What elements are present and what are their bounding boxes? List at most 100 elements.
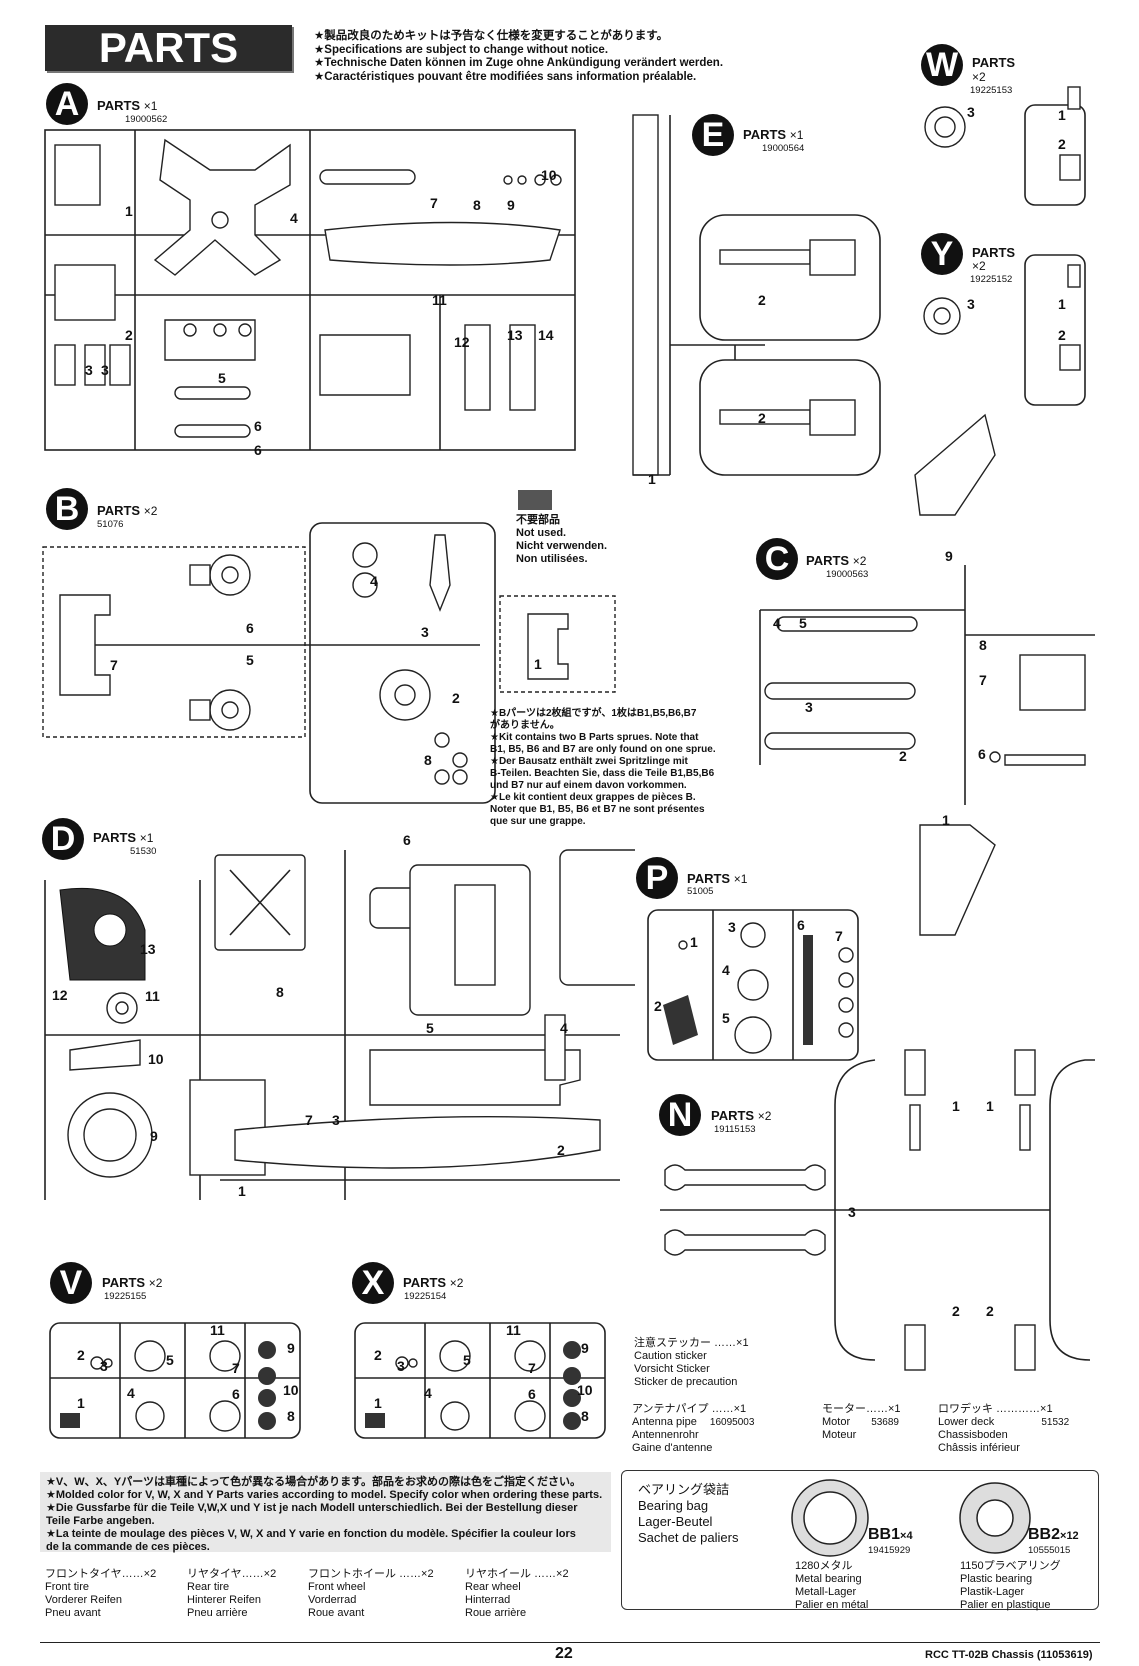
- part-a-11: 11: [432, 292, 447, 308]
- part-a-6a: 6: [254, 418, 262, 434]
- section-e-badge: E: [692, 114, 734, 156]
- bearing-bag-title: ベアリング袋詰 Bearing bag Lager-Beutel Sachet …: [638, 1482, 739, 1545]
- sprue-w-drawing: [924, 86, 1086, 206]
- bearing-drawings: [791, 1479, 1031, 1557]
- part-d-2: 2: [557, 1142, 565, 1158]
- part-a-14: 14: [538, 327, 554, 343]
- section-b-badge: B: [46, 488, 88, 530]
- part-c-6: 6: [978, 746, 986, 762]
- bb1-code: 19415929: [868, 1545, 911, 1556]
- part-c-5: 5: [799, 615, 807, 631]
- part-v-6: 6: [232, 1386, 240, 1402]
- section-v-label: PARTS ×2: [102, 1275, 163, 1290]
- part-x-6: 6: [528, 1386, 536, 1402]
- spec-notes: ★製品改良のためキットは予告なく仕様を変更することがあります。 ★Specifi…: [314, 30, 723, 84]
- part-w-1: 1: [1058, 107, 1066, 123]
- not-used-note: 不要部品 Not used. Nicht verwenden. Non util…: [516, 514, 608, 565]
- sprue-n-drawing: [660, 1049, 1095, 1371]
- sprue-d-drawing: [44, 849, 635, 1200]
- part-n-3: 3: [848, 1204, 856, 1220]
- part-b-2: 2: [452, 690, 460, 706]
- section-y-badge: Y: [921, 233, 963, 275]
- part-v-11: 11: [210, 1322, 225, 1338]
- part-a-1: 1: [125, 203, 133, 219]
- bb2-label: BB2×12: [1028, 1526, 1079, 1543]
- section-x-code: 19225154: [404, 1291, 447, 1302]
- section-w-qty: ×2: [972, 70, 986, 84]
- part-p-5: 5: [722, 1010, 730, 1026]
- part-n-2a: 2: [952, 1303, 960, 1319]
- section-e-code: 19000564: [762, 143, 805, 154]
- doc-title: RCC TT-02B Chassis (11053619): [925, 1649, 1093, 1661]
- section-p-badge: P: [636, 857, 678, 899]
- part-v-2: 2: [77, 1347, 85, 1363]
- part-e-2a: 2: [758, 292, 766, 308]
- section-x-label: PARTS ×2: [403, 1275, 464, 1290]
- part-c-3: 3: [805, 699, 813, 715]
- section-b-code: 51076: [97, 519, 124, 530]
- part-a-10: 10: [541, 167, 557, 183]
- section-p-label: PARTS ×1: [687, 871, 748, 886]
- section-n-code: 19115153: [714, 1124, 756, 1135]
- sprue-p-drawing: [647, 909, 859, 1061]
- part-p-3: 3: [728, 919, 736, 935]
- part-v-4: 4: [127, 1385, 135, 1401]
- section-n-label: PARTS ×2: [711, 1108, 772, 1123]
- part-x-7: 7: [528, 1360, 536, 1376]
- section-v-code: 19225155: [104, 1291, 147, 1302]
- part-e-1: 1: [648, 471, 656, 487]
- section-c-label: PARTS ×2: [806, 553, 867, 568]
- part-a-8: 8: [473, 197, 481, 213]
- color-note: ★V、W、X、Yパーツは車種によって色が異なる場合があります。部品をお求めの際は…: [40, 1472, 611, 1553]
- part-d-13: 13: [140, 941, 156, 957]
- part-x-8: 8: [581, 1408, 589, 1424]
- bearing-bag: [621, 1470, 1099, 1610]
- section-d-label: PARTS ×1: [93, 830, 154, 845]
- section-c-badge: C: [756, 538, 798, 580]
- motor: モーター……×1 Motor 53689 Moteur: [822, 1403, 901, 1441]
- sprue-a-drawing: [44, 129, 576, 451]
- sprue-x-drawing: [354, 1322, 606, 1439]
- part-v-8: 8: [287, 1408, 295, 1424]
- part-v-9: 9: [287, 1340, 295, 1356]
- part-x-10: 10: [577, 1382, 593, 1398]
- part-p-2: 2: [654, 998, 662, 1014]
- part-v-3: 3: [100, 1358, 108, 1374]
- part-b-1: 1: [534, 656, 542, 672]
- part-d-5: 5: [426, 1020, 434, 1036]
- page-number: 22: [555, 1645, 573, 1662]
- part-b-4: 4: [370, 573, 378, 589]
- part-d-6: 6: [403, 832, 411, 848]
- part-w-2: 2: [1058, 136, 1066, 152]
- bb1-label: BB1×4: [868, 1526, 913, 1543]
- part-n-1a: 1: [952, 1098, 960, 1114]
- part-b-6: 6: [246, 620, 254, 636]
- note-en: ★Specifications are subject to change wi…: [314, 43, 609, 56]
- section-a-badge: A: [46, 83, 88, 125]
- section-n-badge: N: [659, 1094, 701, 1136]
- section-e-label: PARTS ×1: [743, 127, 804, 142]
- part-b-8: 8: [424, 752, 432, 768]
- part-n-1b: 1: [986, 1098, 994, 1114]
- part-x-3: 3: [397, 1358, 405, 1374]
- page-title: PARTS: [45, 25, 292, 71]
- part-d-3: 3: [332, 1112, 340, 1128]
- note-fr: ★Caractéristiques pouvant être modifiées…: [314, 70, 697, 83]
- section-x-badge: X: [352, 1262, 394, 1304]
- part-d-9: 9: [150, 1128, 158, 1144]
- part-y-3: 3: [967, 296, 975, 312]
- part-d-7: 7: [305, 1112, 313, 1128]
- section-p-code: 51005: [687, 886, 714, 897]
- section-a-label: PARTS ×1: [97, 98, 158, 113]
- part-a-3a: 3: [85, 362, 93, 378]
- section-y-qty: ×2: [972, 259, 986, 273]
- antenna-pipe: アンテナパイプ ……×1 Antenna pipe 16095003 Anten…: [632, 1403, 755, 1454]
- part-p-6: 6: [797, 917, 805, 933]
- part-d-1: 1: [238, 1183, 246, 1199]
- part-p-1: 1: [690, 934, 698, 950]
